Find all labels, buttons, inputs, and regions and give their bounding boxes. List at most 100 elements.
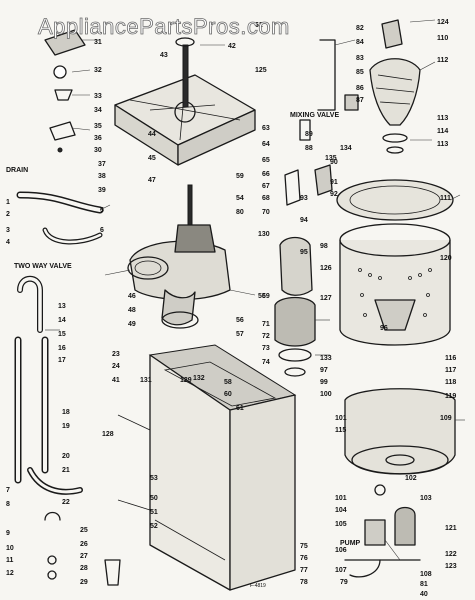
callout-62: 62: [255, 22, 263, 29]
callout-9: 9: [6, 530, 10, 537]
outer-tub: [336, 179, 454, 346]
callout-114: 114: [437, 128, 448, 135]
callout-90: 90: [330, 159, 338, 166]
callout-16: 16: [58, 345, 66, 352]
callout-70: 70: [262, 209, 270, 216]
callout-134: 134: [340, 145, 352, 152]
callout-101: 101: [335, 415, 347, 422]
callout-105: 105: [335, 521, 347, 528]
motor: [274, 236, 316, 377]
callout-127: 127: [320, 295, 332, 302]
callout-25: 25: [80, 527, 88, 534]
callout-133: 133: [320, 355, 332, 362]
callout-43: 43: [160, 52, 168, 59]
callout-64: 64: [262, 141, 270, 148]
callout-82: 82: [356, 25, 364, 32]
callout-17: 17: [58, 357, 66, 364]
callout-55: 55: [258, 293, 266, 300]
callout-4: 4: [6, 239, 10, 246]
callout-76: 76: [300, 555, 308, 562]
callout-130: 130: [258, 231, 270, 238]
callout-56: 56: [236, 317, 244, 324]
callout-119: 119: [445, 393, 456, 400]
callout-15: 15: [58, 331, 66, 338]
callout-5: 5: [100, 207, 104, 214]
callout-59: 59: [236, 173, 244, 180]
callout-67: 67: [262, 183, 270, 190]
callout-128: 128: [102, 431, 114, 438]
callout-93: 93: [300, 195, 308, 202]
callout-97: 97: [320, 367, 328, 374]
callout-84: 84: [356, 39, 364, 46]
diagram-notes: DRAIN TWO WAY VALVE MIXING VALVE PUMP F-…: [6, 112, 361, 589]
callout-121: 121: [445, 525, 457, 532]
callout-122: 122: [445, 551, 457, 558]
callout-13: 13: [58, 303, 66, 310]
callout-100: 100: [320, 391, 332, 398]
callout-95: 95: [300, 249, 308, 256]
callout-33: 33: [94, 93, 102, 100]
callout-28: 28: [80, 565, 88, 572]
callout-numbers: 31 32 33 34 35 36 37 38 39 42 43 44 45 4…: [6, 19, 457, 598]
callout-7: 7: [6, 487, 10, 494]
callout-44: 44: [148, 131, 156, 138]
callout-88: 88: [305, 145, 313, 152]
callout-14: 14: [58, 317, 66, 324]
callout-103: 103: [420, 495, 432, 502]
callout-22: 22: [62, 499, 70, 506]
callout-125: 125: [255, 67, 267, 74]
callout-49: 49: [128, 321, 136, 328]
hardware-small: [44, 29, 121, 586]
callout-54: 54: [236, 195, 244, 202]
callout-101b: 101: [335, 495, 347, 502]
callout-66: 66: [262, 171, 270, 178]
callout-47: 47: [148, 177, 156, 184]
callout-72: 72: [262, 333, 270, 340]
callout-63: 63: [262, 125, 270, 132]
callout-118: 118: [445, 379, 456, 386]
callout-135: 135: [325, 155, 337, 162]
callout-41: 41: [112, 377, 120, 384]
callout-123: 123: [445, 563, 457, 570]
callout-74: 74: [262, 359, 270, 366]
callout-31: 31: [94, 39, 102, 46]
callout-3: 3: [6, 227, 10, 234]
callout-120: 120: [440, 255, 452, 262]
callout-79: 79: [340, 579, 348, 586]
callout-32: 32: [94, 67, 102, 74]
callout-20: 20: [62, 453, 70, 460]
callout-53: 53: [150, 475, 158, 482]
mixing-valve-note: MIXING VALVE: [290, 112, 339, 119]
callout-94: 94: [300, 217, 308, 224]
mixing-valve: [284, 39, 359, 206]
callout-132: 132: [193, 375, 205, 382]
callout-124: 124: [437, 19, 449, 26]
two-way-valve-note: TWO WAY VALVE: [14, 263, 72, 270]
hoses: [14, 191, 104, 495]
callout-39: 39: [98, 187, 106, 194]
figure-code: F-4819: [250, 583, 266, 589]
gearcase: [127, 184, 231, 329]
callout-117: 117: [445, 367, 456, 374]
callout-108: 108: [420, 571, 432, 578]
callout-8: 8: [6, 501, 10, 508]
callout-112: 112: [437, 57, 448, 64]
callout-42: 42: [228, 43, 236, 50]
callout-78: 78: [300, 579, 308, 586]
callout-2: 2: [6, 211, 10, 218]
callout-73: 73: [262, 345, 270, 352]
callout-1: 1: [6, 199, 10, 206]
basket-base: [344, 388, 456, 578]
callout-87: 87: [356, 97, 364, 104]
callout-106: 106: [335, 547, 347, 554]
callout-86: 86: [356, 85, 364, 92]
agitator: [369, 19, 421, 154]
callout-29: 29: [80, 579, 88, 586]
callout-18: 18: [62, 409, 70, 416]
callout-46: 46: [128, 293, 136, 300]
callout-36: 36: [94, 135, 102, 142]
callout-57: 57: [236, 331, 244, 338]
callout-11: 11: [6, 557, 14, 564]
callout-65: 65: [262, 157, 270, 164]
